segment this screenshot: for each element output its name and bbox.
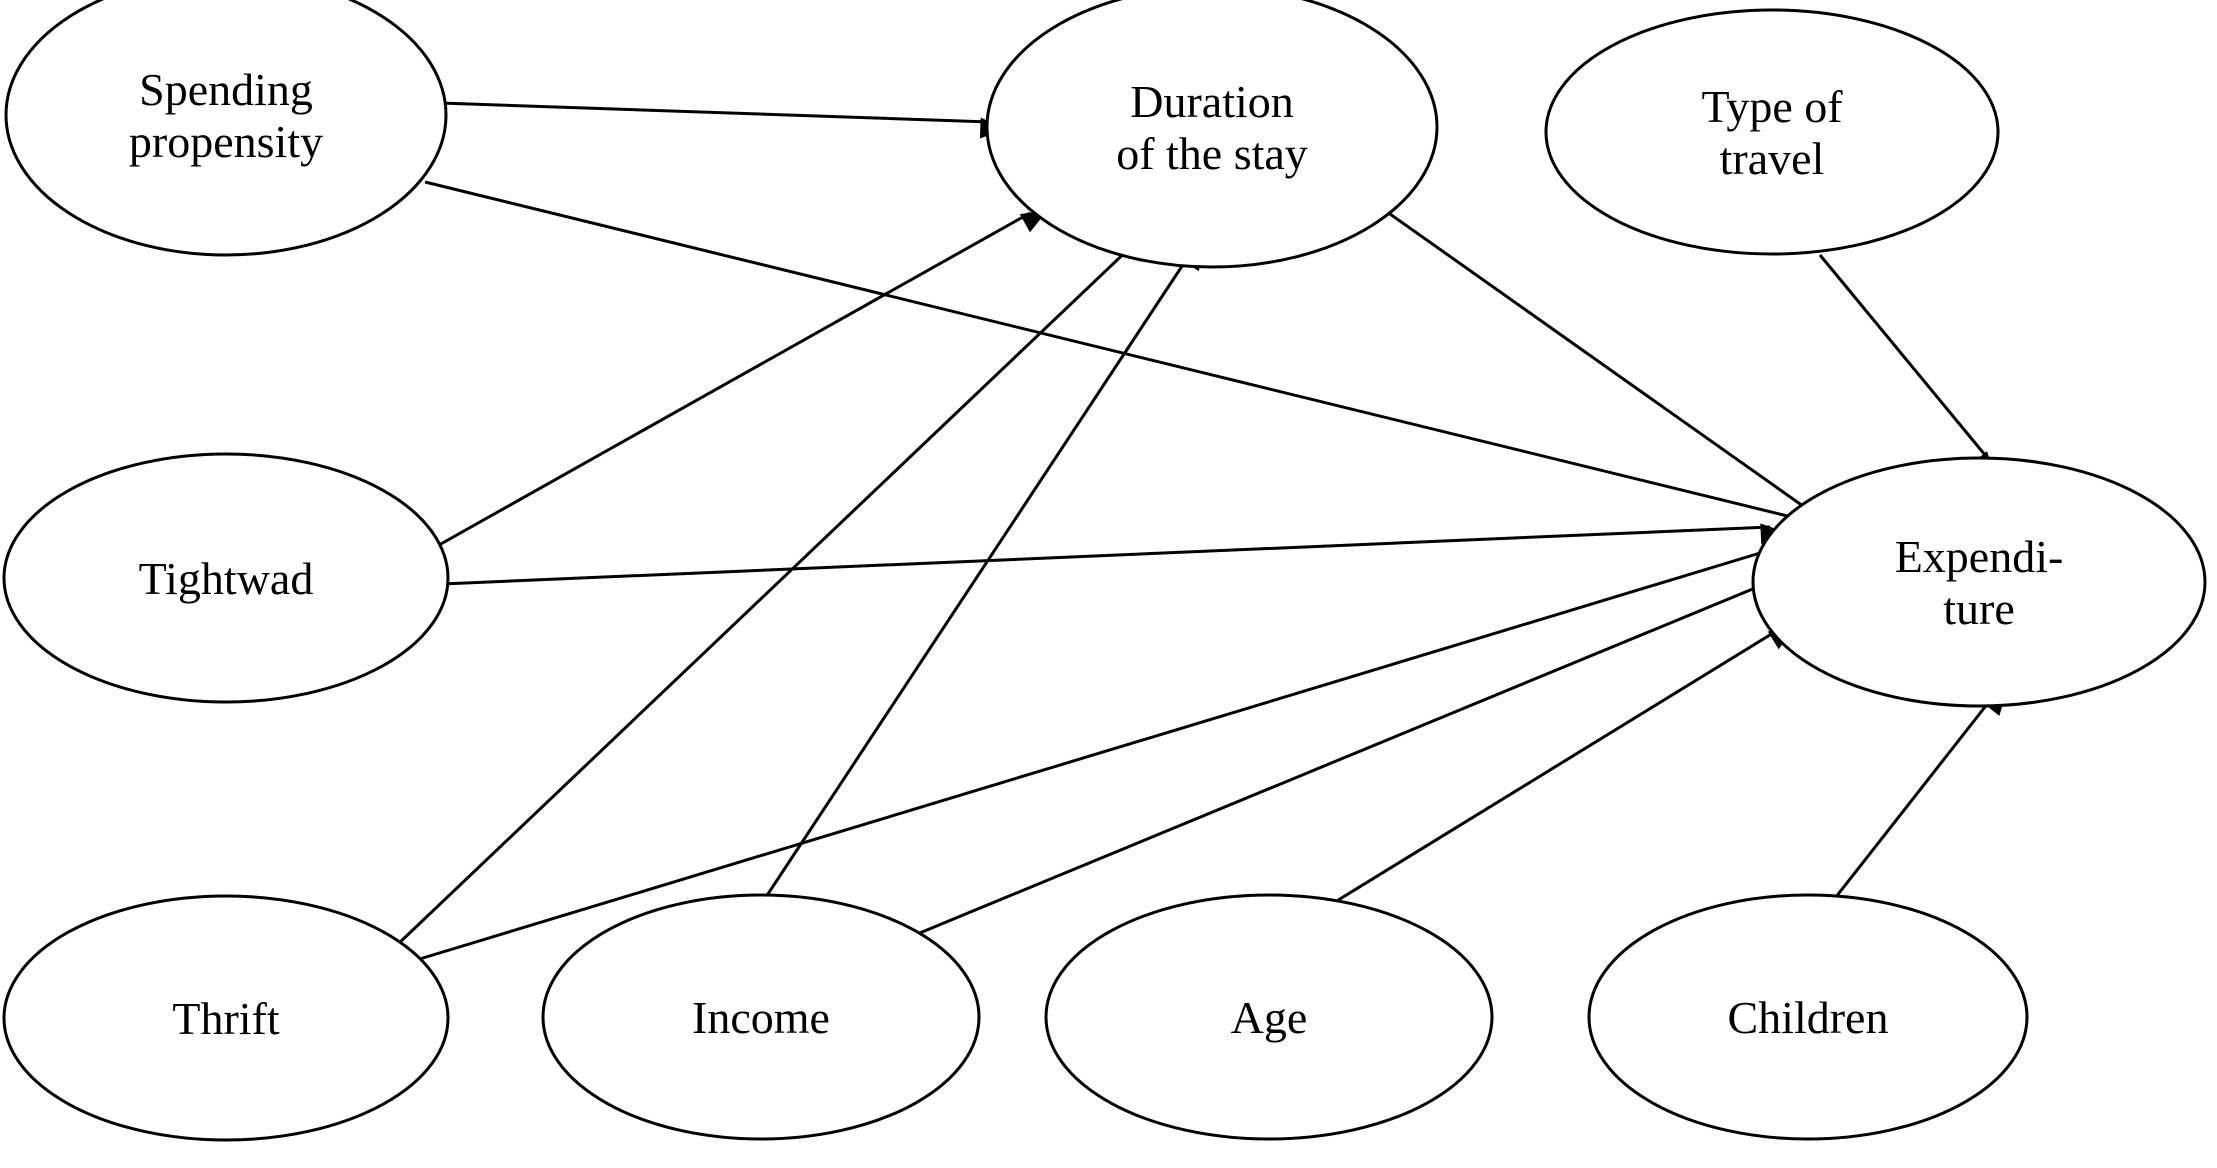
arrow-thrift-to-duration: [395, 236, 1152, 947]
node-thrift: Thrift: [2, 894, 450, 1142]
node-spending-ellipse: [4, 0, 448, 257]
node-children-ellipse: [1587, 893, 2029, 1141]
arrow-thrift-to-expenditure: [412, 548, 1788, 963]
arrow-tightwad-to-duration: [438, 210, 1048, 547]
arrow-spending-to-duration: [439, 101, 1007, 139]
arrow-children-to-expenditure: [1830, 688, 2008, 903]
arrow-travel-to-expenditure: [1818, 254, 1996, 478]
arrow-income-to-expenditure: [909, 579, 1790, 939]
node-travel-label-line-1: Type of: [1701, 81, 1843, 132]
node-children: Children: [1587, 893, 2029, 1141]
node-spending-label-line-1: Spending: [139, 64, 313, 115]
node-tightwad-label-line-1: Tightwad: [139, 553, 314, 604]
node-tightwad-ellipse: [2, 452, 450, 704]
arrow-income-to-duration: [760, 243, 1205, 904]
node-travel-label-line-2: travel: [1720, 133, 1825, 184]
node-thrift-label-line-1: Thrift: [172, 993, 280, 1044]
node-expenditure-ellipse: [1751, 456, 2207, 708]
node-expenditure-label-line-1: Expendi-: [1895, 531, 2064, 582]
node-children-label-line-1: Children: [1728, 992, 1889, 1043]
node-travel-ellipse: [1544, 8, 2000, 256]
node-income-label-line-1: Income: [692, 992, 830, 1043]
node-expenditure-label-line-2: ture: [1943, 583, 2015, 634]
node-expenditure: Expendi-ture: [1751, 456, 2207, 708]
node-duration-ellipse: [985, 0, 1439, 269]
arrow-tightwad-to-expenditure: [441, 523, 1787, 586]
node-thrift-ellipse: [2, 894, 450, 1142]
node-income: Income: [541, 893, 981, 1141]
arrow-age-to-expenditure: [1334, 626, 1796, 904]
node-duration-label-line-2: of the stay: [1116, 128, 1308, 179]
node-tightwad: Tightwad: [2, 452, 450, 704]
node-spending-label-line-2: propensity: [129, 116, 323, 167]
arrow-spending-to-expenditure: [424, 180, 1823, 536]
edges-layer: [395, 101, 2008, 963]
node-age-label-line-1: Age: [1231, 992, 1308, 1043]
node-income-ellipse: [541, 893, 981, 1141]
arrow-duration-to-expenditure: [1389, 212, 1820, 526]
node-age-ellipse: [1044, 893, 1494, 1141]
node-duration-label-line-1: Duration: [1130, 76, 1294, 127]
node-age: Age: [1044, 893, 1494, 1141]
